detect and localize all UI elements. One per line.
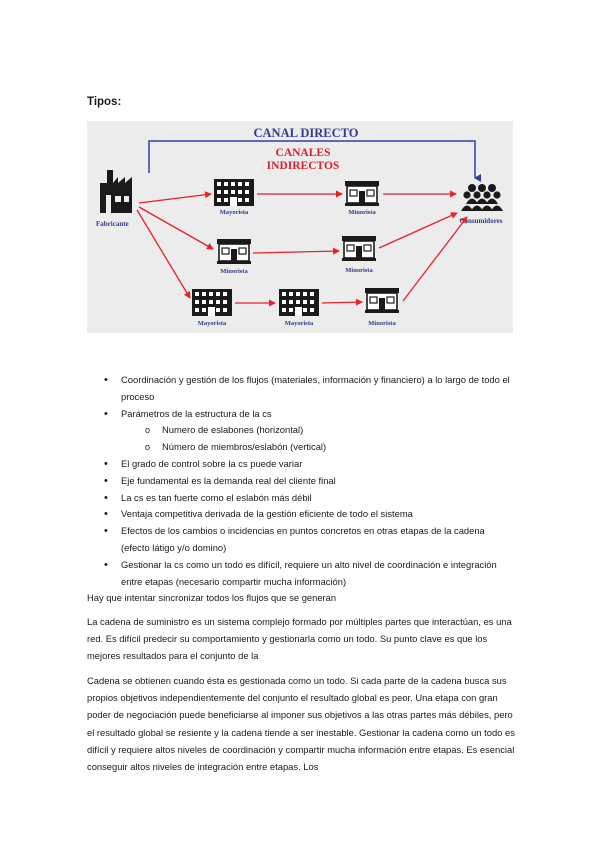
bullet-text: Parámetros de la estructura de la cs (121, 407, 272, 419)
row3-mayorista-b-label: Mayorista (285, 320, 314, 327)
paragraph-management: Cadena se obtienen cuando ésta es gestio… (87, 675, 515, 773)
sub-bullet-list: Numero de eslabones (horizontal) Número … (121, 422, 516, 456)
consumers-icon (461, 184, 503, 211)
canal-directo-title: CANAL DIRECTO (254, 126, 359, 140)
row2-retailer-b-icon (341, 235, 377, 262)
consumidores-label: Consumidores (459, 217, 502, 225)
bullet-item: Parámetros de la estructura de la cs Num… (104, 406, 516, 456)
row3-retailer-icon (364, 287, 400, 314)
canales-indirectos-title-line1: CANALES (276, 147, 331, 159)
paragraph-sync: Hay que intentar sincronizar todos los f… (87, 592, 337, 603)
row1-minorista-label: Minorista (348, 209, 376, 216)
sub-bullet-item: Numero de eslabones (horizontal) (145, 422, 516, 439)
direct-channel-line (148, 140, 481, 182)
row1-wholesaler-icon (214, 179, 254, 206)
factory-icon (100, 170, 132, 213)
row2-minorista-b-label: Minorista (345, 267, 373, 274)
row3-wholesaler-a-icon (192, 289, 232, 316)
row2-retailer-a-icon (216, 238, 252, 265)
sub-bullet-item: Número de miembros/eslabón (vertical) (145, 439, 516, 456)
bullet-item: Gestionar la cs como un todo es difícil,… (104, 557, 516, 591)
bullet-item: Coordinación y gestión de los flujos (ma… (104, 372, 516, 406)
row2-minorista-a-label: Minorista (220, 268, 248, 275)
indirect-channel-arrows (136, 190, 468, 307)
section-heading: Tipos: (87, 96, 122, 108)
distribution-channels-diagram: CANAL DIRECTO CANALES INDIRECTOS Fabrica… (87, 121, 513, 333)
paragraph-supply-chain: La cadena de suministro es un sistema co… (87, 616, 512, 662)
row3-wholesaler-b-icon (279, 289, 319, 316)
row3-mayorista-a-label: Mayorista (198, 320, 227, 327)
bullet-item: Eje fundamental es la demanda real del c… (104, 473, 516, 490)
row1-retailer-icon (344, 180, 380, 207)
bullet-item: El grado de control sobre la cs puede va… (104, 456, 516, 473)
bullet-item: Efectos de los cambios o incidencias en … (104, 523, 516, 557)
bullet-item: Ventaja competitiva derivada de la gesti… (104, 506, 516, 523)
fabricante-label: Fabricante (96, 220, 129, 228)
canales-indirectos-title-line2: INDIRECTOS (267, 160, 340, 172)
row1-mayorista-label: Mayorista (220, 209, 249, 216)
row3-minorista-label: Minorista (368, 320, 396, 327)
bullet-list: Coordinación y gestión de los flujos (ma… (104, 372, 516, 590)
bullet-item: La cs es tan fuerte como el eslabón más … (104, 490, 516, 507)
